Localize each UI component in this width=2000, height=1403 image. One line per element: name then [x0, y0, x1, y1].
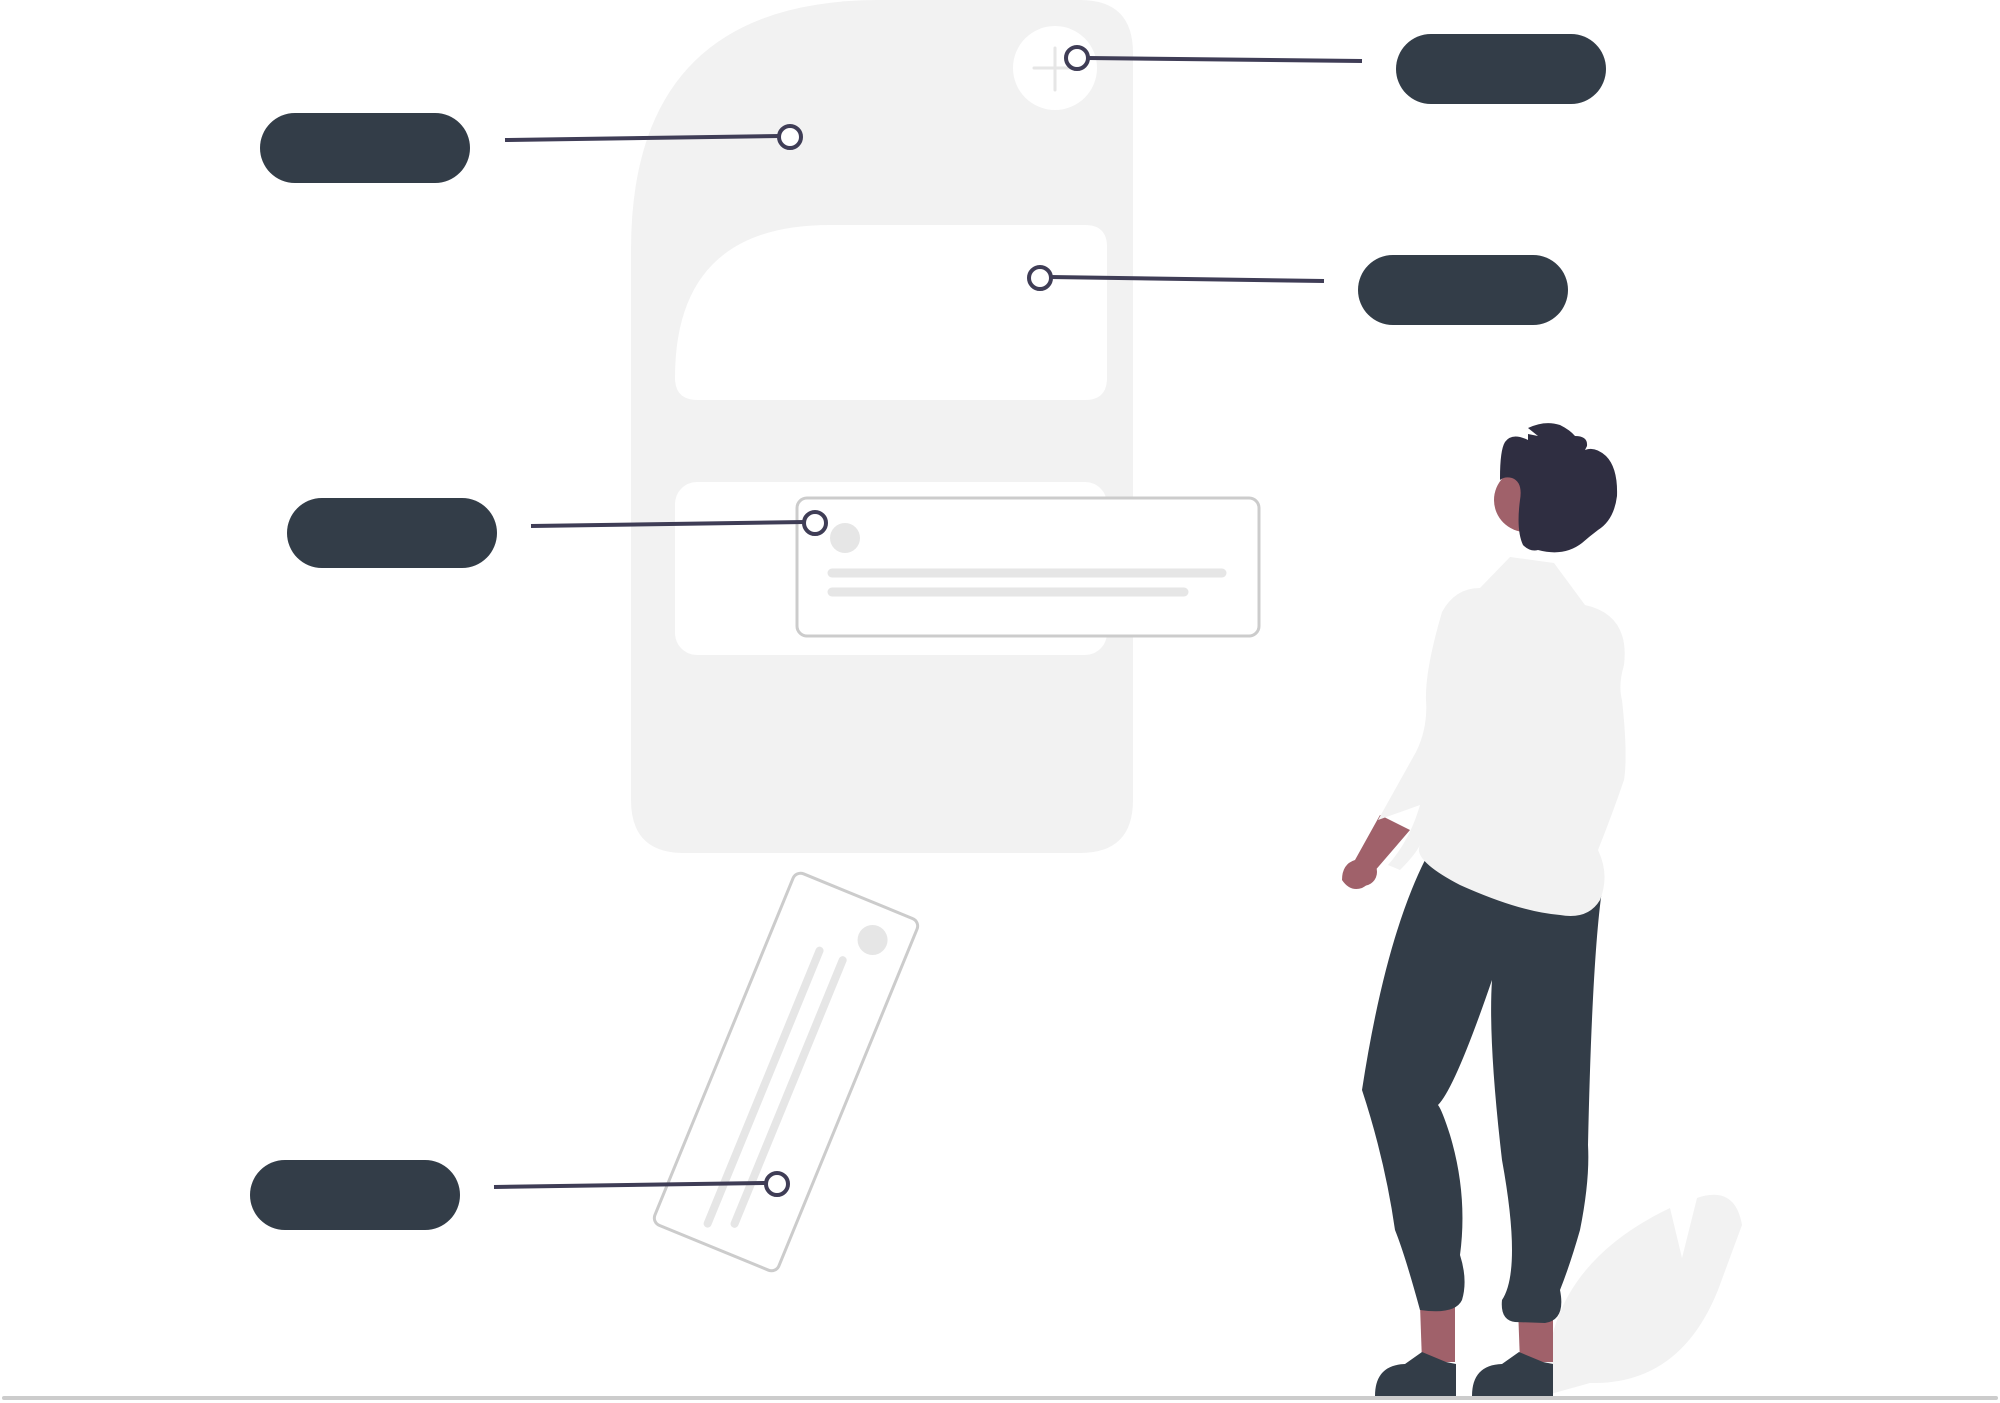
person-pants [1362, 860, 1602, 1323]
person-leg-skin [1420, 1305, 1455, 1362]
callout-pill [1396, 34, 1606, 104]
callout-pill [250, 1160, 460, 1230]
app-screen-panel [631, 0, 1133, 853]
callout-pill [1358, 255, 1568, 325]
callout-5 [250, 1160, 790, 1230]
callout-2 [1064, 34, 1606, 104]
content-card-top [675, 225, 1107, 400]
callout-node [1027, 265, 1053, 291]
callout-pill [287, 498, 497, 568]
person-shoe [1375, 1352, 1456, 1396]
card-avatar-placeholder [857, 924, 888, 955]
callout-4 [287, 498, 828, 568]
card-text-line [730, 956, 847, 1228]
card-avatar-placeholder [830, 523, 860, 553]
fallen-card [652, 871, 920, 1273]
callout-node [777, 124, 803, 150]
callout-node [1064, 45, 1090, 71]
person-hair [1500, 423, 1618, 553]
callout-1 [260, 113, 803, 183]
person-shirt [1378, 557, 1626, 916]
callout-3 [1027, 255, 1568, 325]
person-hand [1349, 858, 1377, 886]
callout-node [764, 1171, 790, 1197]
card-text-line [703, 946, 824, 1228]
floating-card [795, 496, 1261, 638]
person-shoe [1472, 1352, 1553, 1396]
plant-leaf [1546, 1194, 1742, 1395]
callout-pill [260, 113, 470, 183]
person-figure [1342, 423, 1626, 1396]
callout-node [802, 510, 828, 536]
